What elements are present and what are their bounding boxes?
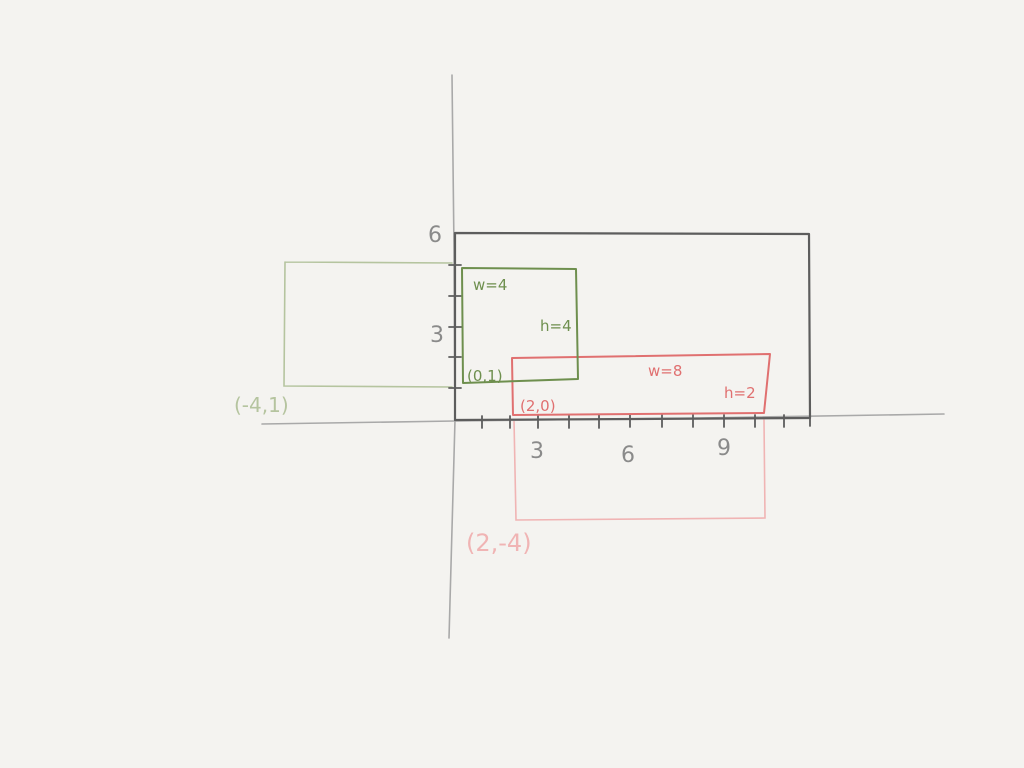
green-origin-label: (0,1) <box>467 367 503 385</box>
y-ticks <box>448 264 463 389</box>
green-height-label: h=4 <box>540 317 572 335</box>
red-height-label: h=2 <box>724 384 756 402</box>
green-shifted-origin-label: (-4,1) <box>234 393 289 417</box>
x-ticks <box>481 413 811 429</box>
x-tick-label-9: 9 <box>717 436 731 461</box>
y-tick-label-6: 6 <box>428 223 442 248</box>
green-width-label: w=4 <box>473 276 507 294</box>
x-tick-label-3: 3 <box>530 439 544 464</box>
bounding-box <box>453 231 812 422</box>
red-rect <box>511 353 771 416</box>
red-width-label: w=8 <box>648 362 682 380</box>
green-shifted-rect <box>283 261 453 388</box>
red-origin-label: (2,0) <box>520 397 556 415</box>
green-rect <box>461 267 579 384</box>
red-shifted-rect <box>513 419 766 521</box>
x-tick-label-6: 6 <box>621 443 635 468</box>
y-tick-label-3: 3 <box>430 323 444 348</box>
red-shifted-origin-label: (2,-4) <box>466 529 532 557</box>
